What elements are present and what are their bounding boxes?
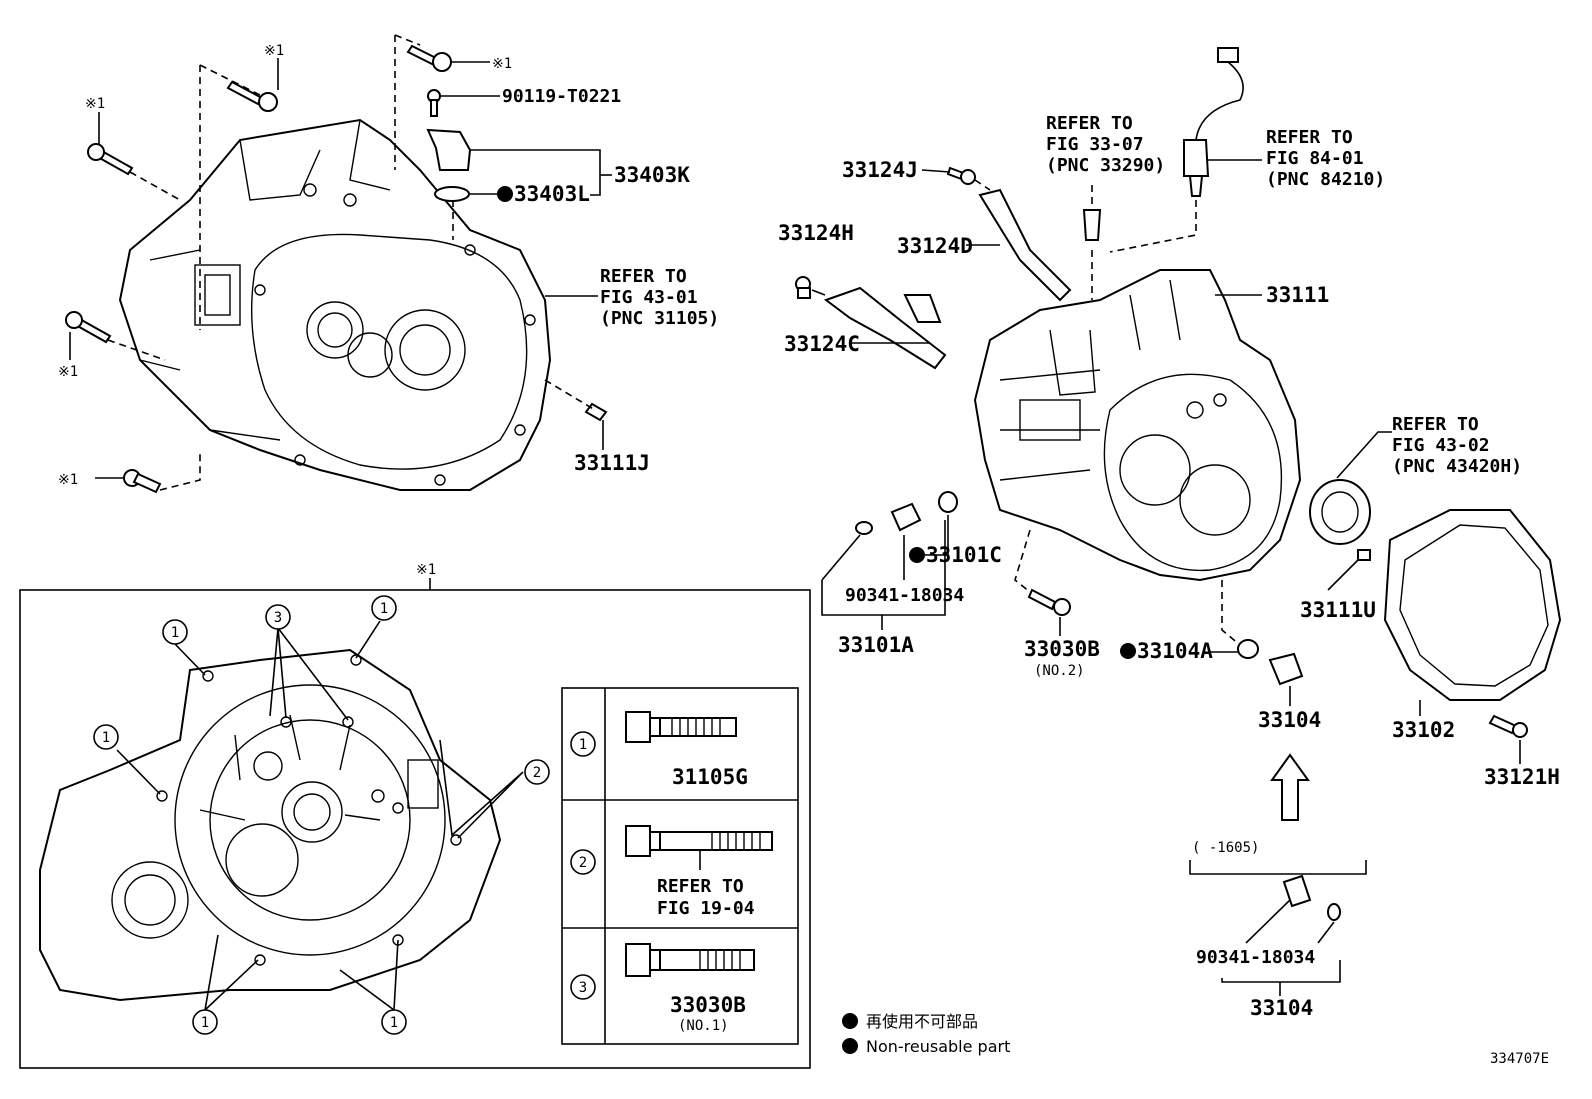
svg-text:REFER TO: REFER TO xyxy=(1046,113,1133,134)
svg-text:REFER TO: REFER TO xyxy=(1392,414,1479,435)
part-33030B: 33030B xyxy=(1024,637,1100,661)
svg-text:Non-reusable part: Non-reusable part xyxy=(866,1037,1010,1056)
part-90119: 90119-T0221 xyxy=(502,86,621,107)
ref-fig-33-07: REFER TO FIG 33-07 (PNC 33290) xyxy=(1046,113,1165,176)
bolt-legend-numbers: 1 2 3 xyxy=(579,737,587,996)
ref-fig-43-01: REFER TO FIG 43-01 (PNC 31105) xyxy=(600,266,719,329)
svg-text:FIG 84-01: FIG 84-01 xyxy=(1266,148,1364,169)
bolt-2-label: REFER TO xyxy=(657,876,744,897)
part-33111: 33111 xyxy=(1266,283,1329,307)
part-90341-top: 90341-18034 xyxy=(845,585,964,606)
svg-text:1: 1 xyxy=(102,730,110,746)
mark-bottom-left: ※1 xyxy=(58,472,78,488)
part-33101A: 33101A xyxy=(838,633,914,657)
left-bolts xyxy=(65,44,608,494)
non-reusable-legend: 再使用不可部品 Non-reusable part xyxy=(842,1012,1010,1056)
non-reusable-mark-33104A xyxy=(1120,643,1136,659)
svg-text:(PNC 33290): (PNC 33290) xyxy=(1046,155,1165,176)
detail-callout-numbers: 1 1 1 3 2 1 1 xyxy=(102,601,541,1031)
bolt-3-label: 33030B xyxy=(670,993,746,1017)
svg-text:(PNC 84210): (PNC 84210) xyxy=(1266,169,1385,190)
detail-view-box xyxy=(19,578,811,1069)
svg-text:1: 1 xyxy=(579,737,587,753)
part-33111J: 33111J xyxy=(574,451,650,475)
svg-text:REFER TO: REFER TO xyxy=(600,266,687,287)
mark-mid-left: ※1 xyxy=(58,364,78,380)
svg-text:3: 3 xyxy=(274,610,282,626)
part-33104: 33104 xyxy=(1258,708,1321,732)
range-label: ( -1605) xyxy=(1192,840,1259,856)
detail-callout-circles xyxy=(93,595,550,1035)
part-33124C: 33124C xyxy=(784,332,860,356)
part-33124D: 33124D xyxy=(897,234,973,258)
detail-mark: ※1 xyxy=(416,562,436,578)
part-33121H: 33121H xyxy=(1484,765,1560,789)
part-33403L: 33403L xyxy=(514,182,590,206)
svg-text:2: 2 xyxy=(533,765,541,781)
svg-text:REFER TO: REFER TO xyxy=(1266,127,1353,148)
svg-text:1: 1 xyxy=(380,601,388,617)
part-33030B-no2: (NO.2) xyxy=(1034,663,1085,679)
part-33104-bottom: 33104 xyxy=(1250,996,1313,1020)
part-33104A: 33104A xyxy=(1137,639,1213,663)
svg-text:1: 1 xyxy=(171,625,179,641)
detail-view-leaders xyxy=(116,620,524,1011)
bolt-2-label2: FIG 19-04 xyxy=(657,898,755,919)
part-90341-bottom: 90341-18034 xyxy=(1196,947,1315,968)
mark-upper-left: ※1 xyxy=(85,96,105,112)
right-small-parts xyxy=(795,47,1562,921)
svg-text:1: 1 xyxy=(390,1015,398,1031)
ref-fig-84-01: REFER TO FIG 84-01 (PNC 84210) xyxy=(1266,127,1385,190)
figure-id: 334707E xyxy=(1490,1051,1549,1067)
right-leaders xyxy=(811,159,1521,996)
svg-text:3: 3 xyxy=(579,980,587,996)
non-reusable-mark-33403L xyxy=(497,186,513,202)
mark-top: ※1 xyxy=(264,43,284,59)
part-33102: 33102 xyxy=(1392,718,1455,742)
part-33403K: 33403K xyxy=(614,163,690,187)
svg-text:FIG 43-01: FIG 43-01 xyxy=(600,287,698,308)
ref-fig-43-02: REFER TO FIG 43-02 (PNC 43420H) xyxy=(1392,414,1522,477)
bolt-1-label: 31105G xyxy=(672,765,748,789)
svg-text:FIG 43-02: FIG 43-02 xyxy=(1392,435,1490,456)
part-33124H: 33124H xyxy=(778,221,854,245)
mark-top-bolt: ※1 xyxy=(492,56,512,72)
svg-text:FIG 33-07: FIG 33-07 xyxy=(1046,134,1144,155)
part-33101C: 33101C xyxy=(926,543,1002,567)
transaxle-case-drawing xyxy=(973,269,1302,582)
svg-text:(PNC 43420H): (PNC 43420H) xyxy=(1392,456,1522,477)
svg-text:(PNC 31105): (PNC 31105) xyxy=(600,308,719,329)
bolt-3-sub: (NO.1) xyxy=(678,1018,729,1034)
non-reusable-mark-33101C xyxy=(909,547,925,563)
transmission-housing-drawing xyxy=(118,118,552,491)
svg-text:1: 1 xyxy=(201,1015,209,1031)
part-33111U: 33111U xyxy=(1300,598,1376,622)
svg-text:再使用不可部品: 再使用不可部品 xyxy=(866,1012,978,1031)
svg-text:2: 2 xyxy=(579,855,587,871)
left-leaders xyxy=(69,34,612,491)
part-33124J: 33124J xyxy=(842,158,918,182)
bolt-legend-table xyxy=(561,687,799,1045)
